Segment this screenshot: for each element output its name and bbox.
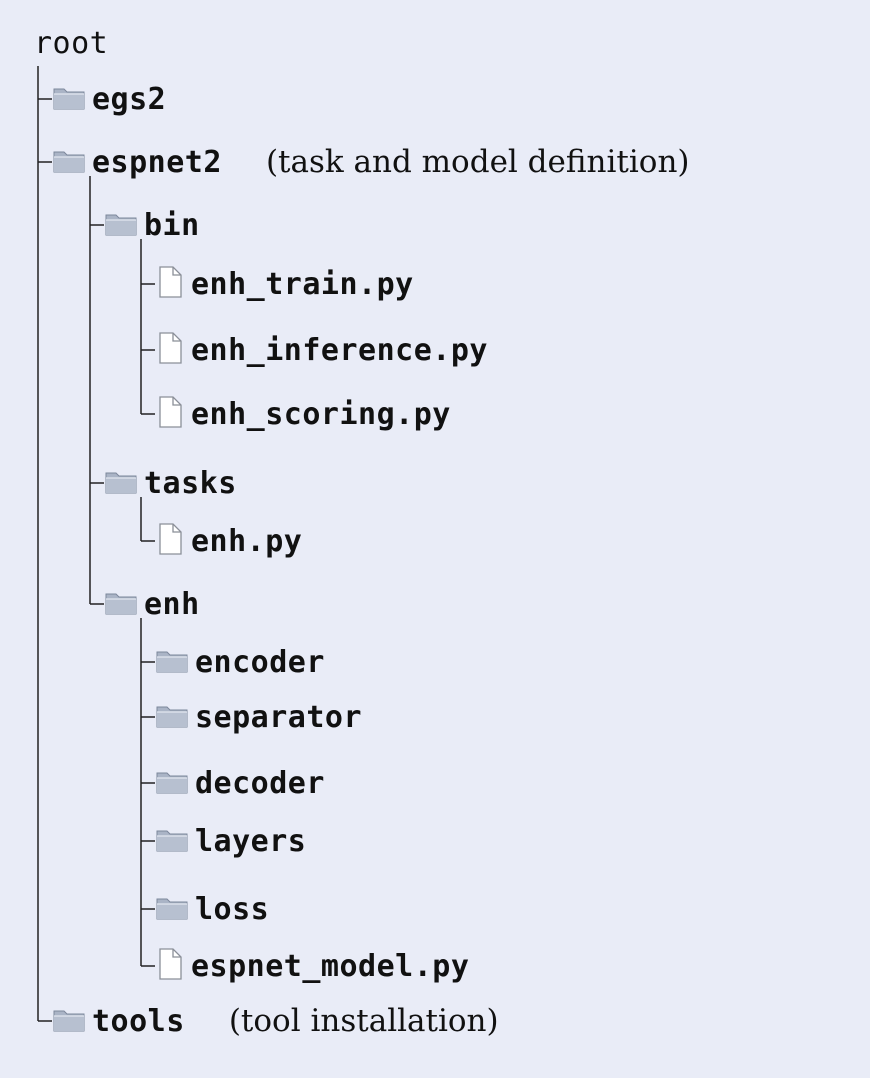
file-name: enh_inference.py [191,332,488,368]
file-name: espnet_model.py [191,948,470,984]
folder-icon [155,893,189,925]
folder-name: loss [195,891,270,927]
folder-item-decoder[interactable]: decoder [155,759,325,807]
folder-item-bin[interactable]: bin [104,201,200,249]
folder-item-espnet2[interactable]: espnet2 (task and model definition) [52,138,690,186]
file-icon [155,522,185,560]
folder-name: decoder [195,765,325,801]
tree-root[interactable]: root [34,19,108,67]
file-item-espnet-model-py[interactable]: espnet_model.py [155,942,469,990]
folder-name: layers [195,823,307,859]
folder-name: separator [195,699,363,735]
folder-item-tasks[interactable]: tasks [104,459,237,507]
folder-icon [52,146,86,178]
folder-icon [104,467,138,499]
file-item-enh-train-py[interactable]: enh_train.py [155,260,414,308]
folder-icon [104,209,138,241]
file-name: enh_scoring.py [191,396,451,432]
folder-item-enh[interactable]: enh [104,580,200,628]
folder-name: bin [144,207,200,243]
node-annotation: (task and model definition) [265,144,690,180]
file-item-enh-inference-py[interactable]: enh_inference.py [155,326,488,374]
file-item-enh-scoring-py[interactable]: enh_scoring.py [155,390,451,438]
folder-icon [155,825,189,857]
folder-name: egs2 [92,81,167,117]
folder-name: encoder [195,644,325,680]
folder-name: tasks [144,465,237,501]
folder-icon [52,1005,86,1037]
folder-item-layers[interactable]: layers [155,817,306,865]
root-label: root [34,25,109,61]
node-annotation: (tool installation) [228,1003,499,1039]
folder-icon [155,767,189,799]
file-icon [155,331,185,369]
folder-item-encoder[interactable]: encoder [155,638,325,686]
file-icon [155,947,185,985]
file-item-enh-py[interactable]: enh.py [155,517,302,565]
folder-icon [155,701,189,733]
folder-item-separator[interactable]: separator [155,693,362,741]
folder-name: espnet2 [92,144,222,180]
folder-icon [155,646,189,678]
folder-item-loss[interactable]: loss [155,885,269,933]
file-icon [155,395,185,433]
folder-item-egs2[interactable]: egs2 [52,75,166,123]
folder-name: tools [92,1003,185,1039]
file-icon [155,265,185,303]
file-name: enh.py [191,523,303,559]
folder-name: enh [144,586,200,622]
folder-icon [52,83,86,115]
file-name: enh_train.py [191,266,414,302]
folder-item-tools[interactable]: tools (tool installation) [52,997,499,1045]
folder-icon [104,588,138,620]
